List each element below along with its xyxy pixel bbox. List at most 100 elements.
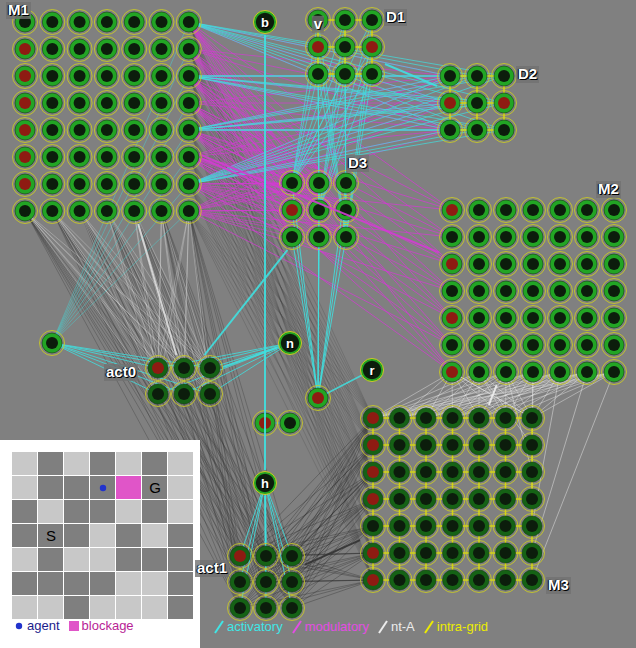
synapse-line <box>189 157 319 237</box>
synapse-line <box>189 211 292 237</box>
neuron-core <box>286 602 298 614</box>
neuron-ring <box>440 198 465 223</box>
neuron <box>492 91 517 116</box>
neuron <box>467 225 492 250</box>
neuron <box>94 145 119 170</box>
neuron-ring <box>520 541 545 566</box>
neuron <box>176 172 201 197</box>
neuron-ring <box>40 172 65 197</box>
neuron-ring <box>280 596 305 621</box>
map-cell <box>90 572 115 595</box>
synapse-line <box>189 130 452 318</box>
neuron-core <box>204 362 216 374</box>
synapse-line <box>52 103 189 343</box>
neuron <box>176 199 201 224</box>
neuron <box>414 514 439 539</box>
neuron <box>149 64 174 89</box>
neuron-cell: n <box>278 331 302 355</box>
synapse-line <box>189 183 292 211</box>
neuron-body <box>152 201 172 221</box>
map-cell <box>12 476 37 499</box>
neuron-core <box>581 366 593 378</box>
neuron-core <box>366 14 378 26</box>
neuron-body <box>97 201 117 221</box>
neuron-core <box>74 178 86 190</box>
neuron-body <box>335 64 355 84</box>
neuron <box>228 570 253 595</box>
neuron-ring <box>176 37 201 62</box>
grid-label: act0 <box>104 364 138 381</box>
neuron-core <box>128 178 140 190</box>
neuron-body <box>416 462 436 482</box>
neuron-body <box>308 37 328 57</box>
neuron-core <box>500 312 512 324</box>
neuron-core <box>500 339 512 351</box>
neuron-core <box>554 204 566 216</box>
neuron-body <box>282 572 302 592</box>
map-cell <box>12 500 37 523</box>
neuron-core <box>527 312 539 324</box>
neuron-body <box>282 173 302 193</box>
neuron-ring <box>440 460 465 485</box>
neuron-body <box>390 489 410 509</box>
neuron-body <box>469 543 489 563</box>
neuron-ring <box>520 406 545 431</box>
neuron-body <box>496 254 516 274</box>
neuron-ring <box>280 544 305 569</box>
neuron-core <box>46 43 58 55</box>
neuron <box>361 514 386 539</box>
neuron <box>122 199 147 224</box>
neuron-body <box>282 227 302 247</box>
neuron <box>575 333 600 358</box>
neuron-core <box>74 124 86 136</box>
neuron-ring <box>520 568 545 593</box>
neuron-body <box>442 200 462 220</box>
neuron-body <box>179 201 199 221</box>
neuron-ring <box>122 199 147 224</box>
map-panel <box>0 440 200 648</box>
neuron-ring <box>334 225 359 250</box>
neuron-ring <box>414 541 439 566</box>
synapse-line <box>318 237 319 398</box>
synapse-line <box>189 103 450 184</box>
neuron-ring <box>67 91 92 116</box>
neuron-core <box>608 285 620 297</box>
neuron-core <box>156 70 168 82</box>
neuron <box>467 568 492 593</box>
neuron-body <box>577 335 597 355</box>
neuron-core <box>420 412 432 424</box>
neuron <box>360 35 385 60</box>
connection-bundle <box>202 158 279 192</box>
neuron-core <box>500 547 512 559</box>
neuron-ring <box>440 433 465 458</box>
neuron-core <box>128 16 140 28</box>
neuron-core <box>554 339 566 351</box>
neuron-ring <box>440 487 465 512</box>
neuron-body <box>363 462 383 482</box>
neuron-core <box>340 177 352 189</box>
synapse-line <box>292 526 373 608</box>
neuron-body <box>179 12 199 32</box>
neuron <box>198 382 223 407</box>
neuron-body <box>523 281 543 301</box>
neuron-body <box>282 200 302 220</box>
neuron <box>414 406 439 431</box>
neuron <box>122 37 147 62</box>
neuron-ring <box>334 171 359 196</box>
neuron-ring <box>467 198 492 223</box>
synapse-line <box>25 211 240 608</box>
neuron <box>548 252 573 277</box>
neuron <box>278 411 303 436</box>
neuron-body <box>179 39 199 59</box>
neuron-body <box>230 546 250 566</box>
neuron-ring <box>40 91 65 116</box>
neuron-core <box>554 231 566 243</box>
neuron <box>494 306 519 331</box>
neuron-body <box>550 281 570 301</box>
neuron-body <box>308 64 328 84</box>
neuron-body <box>42 93 62 113</box>
neuron-body <box>416 435 436 455</box>
neuron-ring <box>280 198 305 223</box>
neuron-ring <box>520 514 545 539</box>
neuron-ring <box>387 568 412 593</box>
